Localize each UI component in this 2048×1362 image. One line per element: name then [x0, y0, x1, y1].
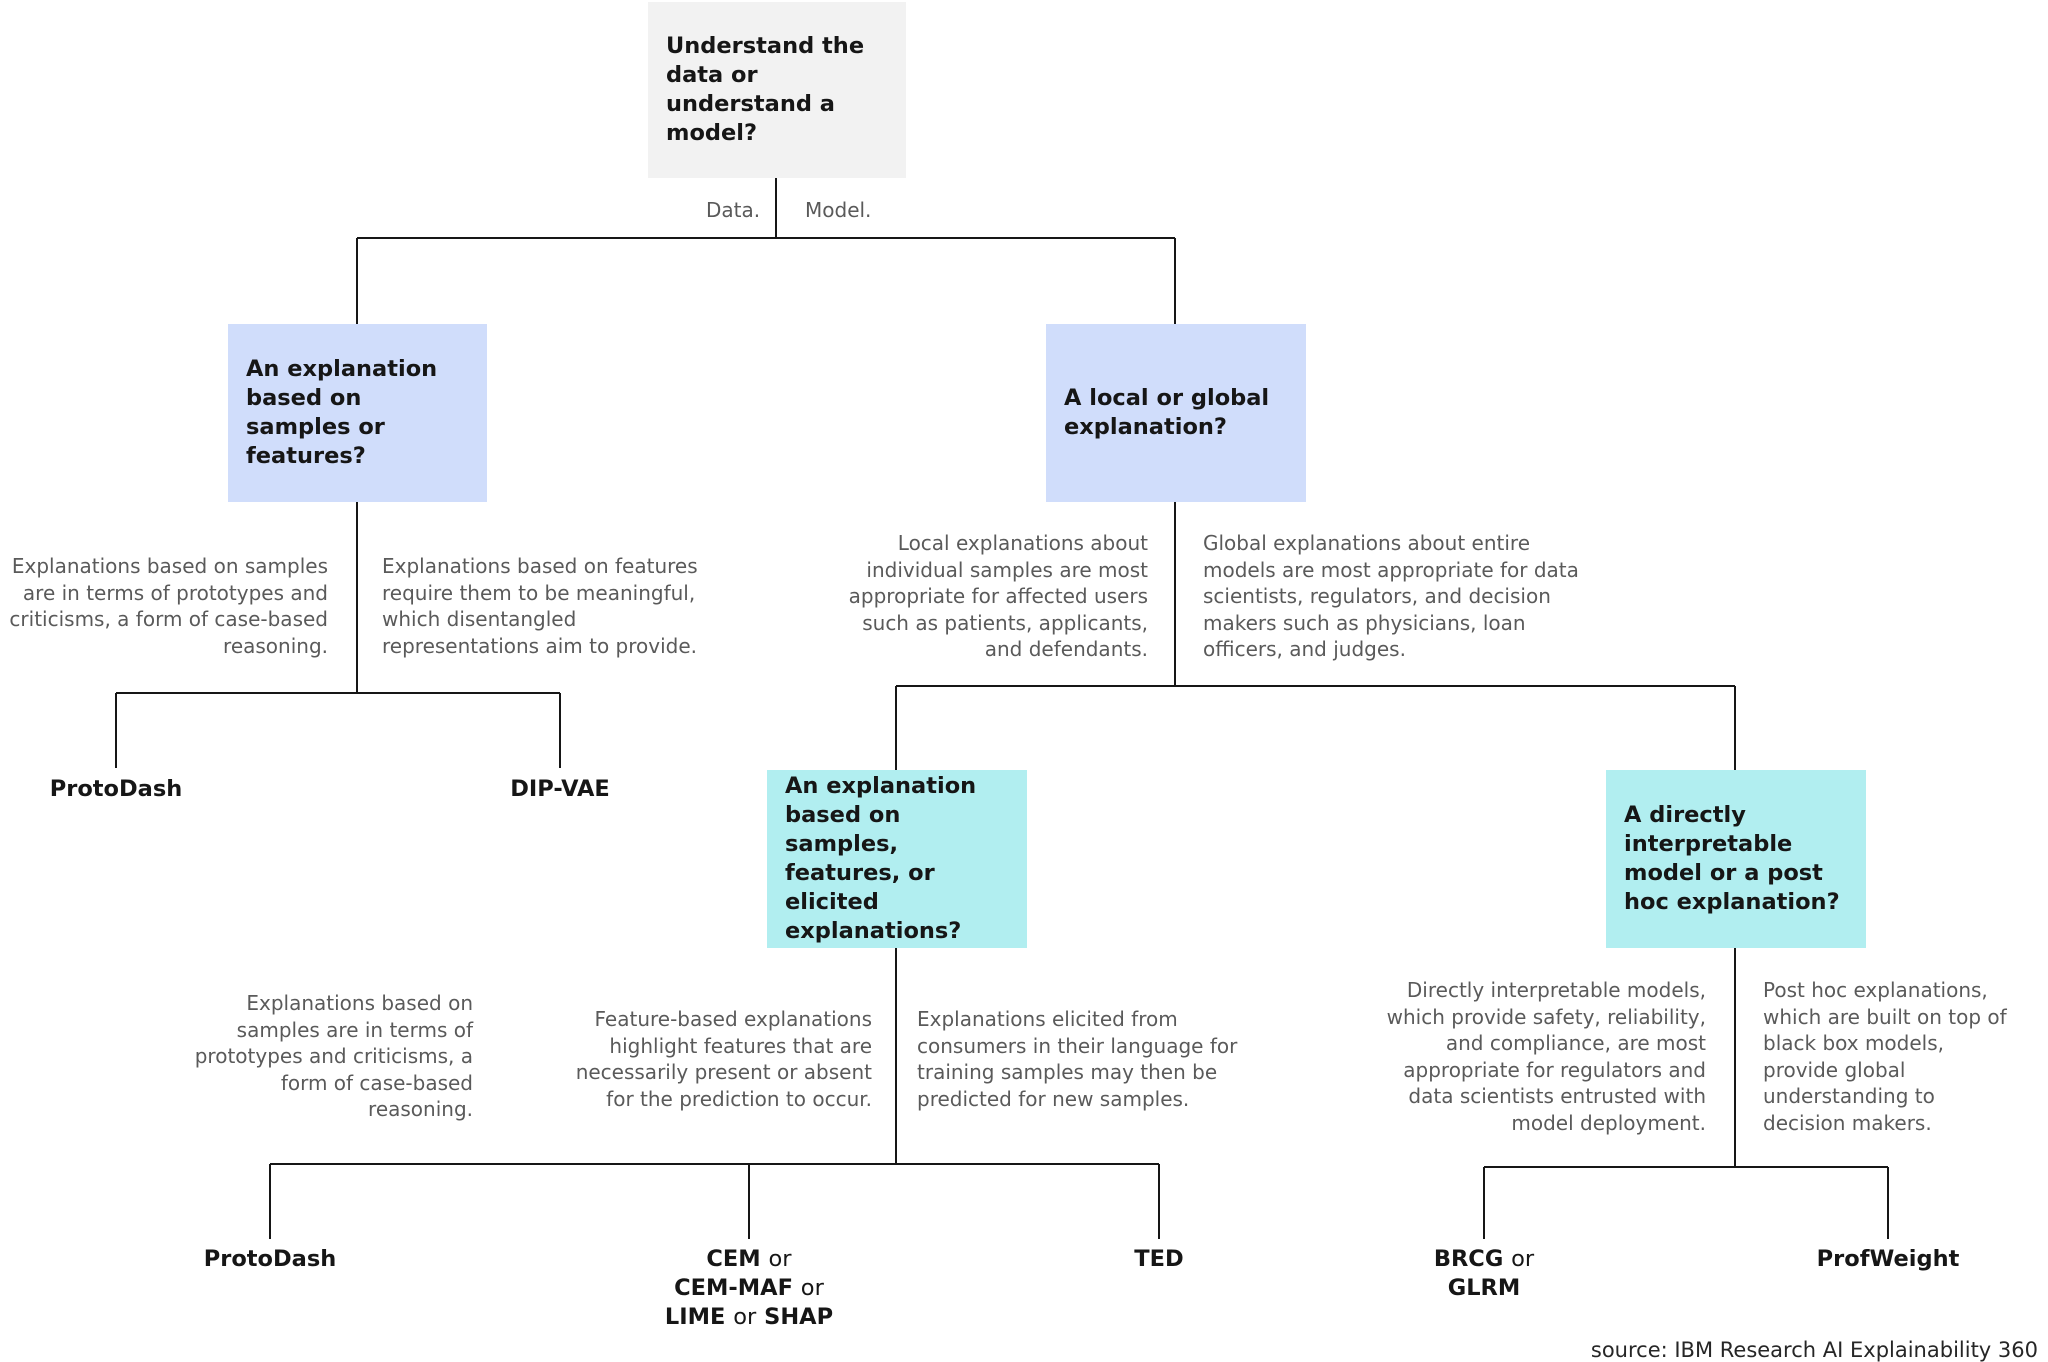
- description-local-features: Feature-based explanations highlight fea…: [575, 1007, 872, 1111]
- root-question-node: Understand the data or understand a mode…: [648, 2, 906, 178]
- direct-or-posthoc-text: A directly interpretable model or a post…: [1624, 802, 1840, 915]
- leaf-shap: SHAP: [764, 1304, 834, 1330]
- or-connector: or: [1511, 1246, 1535, 1272]
- or-connector: or: [800, 1275, 824, 1301]
- leaf-dip-vae: DIP-VAE: [510, 776, 610, 802]
- leaf-protodash-data: ProtoDash: [49, 776, 183, 802]
- branch-label-data: Data.: [706, 198, 761, 222]
- leaf-cem: CEM: [706, 1246, 761, 1272]
- source-credit: source: IBM Research AI Explainability 3…: [1590, 1338, 2038, 1362]
- description-direct: Directly interpretable models, which pro…: [1386, 978, 1706, 1135]
- description-posthoc: Post hoc explanations, which are built o…: [1763, 978, 2007, 1135]
- description-data-samples: Explanations based on samples are in ter…: [9, 554, 328, 658]
- leaf-glrm: GLRM: [1447, 1275, 1521, 1301]
- leaf-protodash-local: ProtoDash: [203, 1246, 337, 1272]
- leaf-brcg: BRCG: [1433, 1246, 1504, 1272]
- direct-or-posthoc-node: A directly interpretable model or a post…: [1606, 770, 1866, 948]
- samples-or-features-text: An explanation based on samples or featu…: [246, 356, 438, 469]
- description-global: Global explanations about entire models …: [1203, 531, 1579, 661]
- samples-or-features-node: An explanation based on samples or featu…: [228, 324, 487, 502]
- leaf-cem-maf: CEM-MAF: [674, 1275, 793, 1301]
- samples-features-elicited-node: An explanation based on samples, feature…: [767, 770, 1027, 948]
- leaf-cem-group: CEM or CEM-MAF or LIME or SHAP: [665, 1245, 833, 1332]
- local-or-global-text: A local or global explanation?: [1064, 385, 1270, 440]
- leaf-brcg-group: BRCG or GLRM: [1434, 1245, 1534, 1303]
- description-local-elicited: Explanations elicited from consumers in …: [917, 1007, 1238, 1111]
- leaf-lime: LIME: [664, 1304, 726, 1330]
- leaf-profweight: ProfWeight: [1816, 1246, 1960, 1272]
- root-question-text: Understand the data or understand a mode…: [666, 33, 865, 146]
- or-connector: or: [768, 1246, 792, 1272]
- description-data-features: Explanations based on features require t…: [382, 554, 698, 658]
- branch-label-model: Model.: [805, 198, 872, 222]
- local-or-global-node: A local or global explanation?: [1046, 324, 1306, 502]
- description-local: Local explanations about individual samp…: [848, 531, 1148, 661]
- leaf-ted: TED: [1134, 1246, 1184, 1272]
- samples-features-elicited-text: An explanation based on samples, feature…: [785, 773, 977, 944]
- description-local-samples: Explanations based on samples are in ter…: [194, 991, 473, 1121]
- or-connector: or: [733, 1304, 757, 1330]
